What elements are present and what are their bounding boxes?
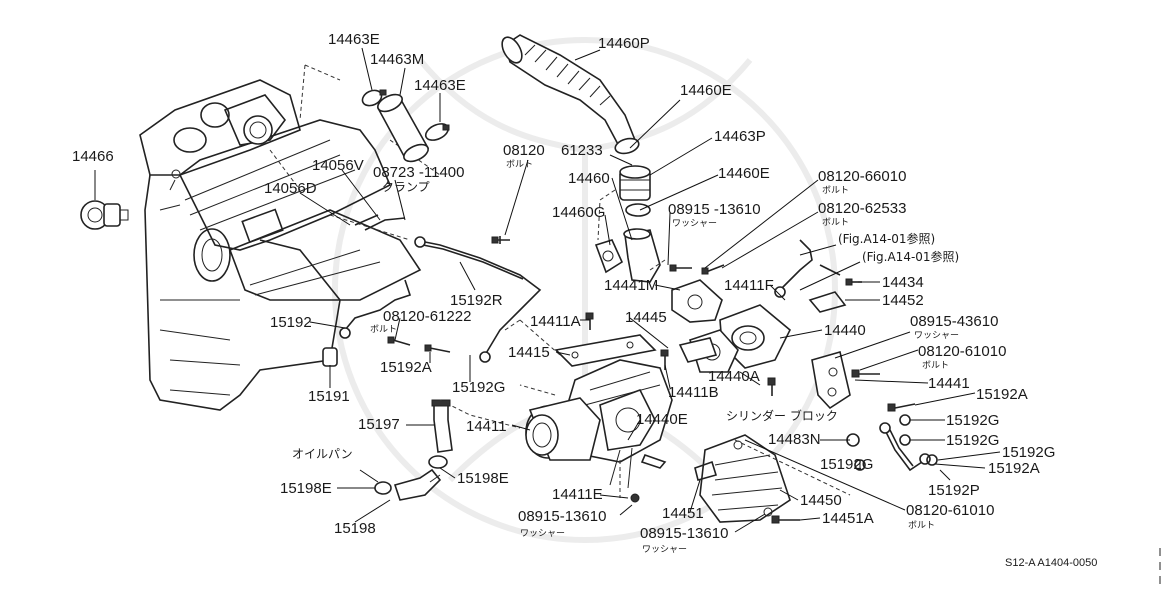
hose-14463M-drawing <box>361 89 450 163</box>
label-14463E-a: 14463E <box>328 31 380 48</box>
label-fig-ref-1: (Fig.A14-01参照) <box>838 231 935 246</box>
label-14441M: 14441M <box>604 277 658 294</box>
label-14483N: 14483N <box>768 431 821 448</box>
intake-hose-14460P-drawing <box>501 34 640 155</box>
label-fig-ref-2: (Fig.A14-01参照) <box>862 249 959 264</box>
label-15198: 15198 <box>334 520 376 537</box>
label-14411B: 14411B <box>668 384 719 401</box>
label-14434: 14434 <box>882 274 924 291</box>
label-14411A: 14411A <box>530 313 581 330</box>
label-14460E-a: 14460E <box>680 82 732 99</box>
elbow-14441M-drawing <box>671 279 847 373</box>
label-14463P: 14463P <box>714 128 766 145</box>
label-bolt-f-jp: ボルト <box>908 520 935 531</box>
label-bolt-c-jp: ボルト <box>822 217 849 228</box>
label-14460G: 14460G <box>552 204 605 221</box>
label-oil-pan-jp: オイルパン <box>292 447 353 461</box>
part-14466-drawing <box>80 200 129 230</box>
gaskets-drawing <box>554 334 718 367</box>
label-cylinder-block-jp: シリンダー ブロック <box>726 408 838 423</box>
hose-14463P-drawing <box>619 165 651 217</box>
label-15198E-a: 15198E <box>280 480 332 497</box>
label-08120-61010-a: 08120-61010 <box>918 343 1006 360</box>
label-15198E-b: 15198E <box>457 470 509 487</box>
label-bolt-e-jp: ボルト <box>922 360 949 371</box>
bolts-drawing <box>387 236 916 524</box>
label-washer-c-jp: ワッシャー <box>520 529 565 539</box>
part-labels: 14466 14463E 14463M 14463E 14460P 14460E… <box>72 31 1097 569</box>
label-clamp-jp: クランプ <box>382 180 430 194</box>
oil-feed-line-drawing <box>322 214 542 367</box>
label-15192A-b: 15192A <box>976 386 1028 403</box>
label-08723: 08723 -11400 <box>373 164 464 181</box>
turbocharger-14411-drawing <box>525 359 673 503</box>
label-15192G-c: 15192G <box>946 432 999 449</box>
label-08120-a: 08120 <box>503 142 545 159</box>
label-14451A: 14451A <box>822 510 874 527</box>
label-14451: 14451 <box>662 505 704 522</box>
label-08915-13610-a: 08915 -13610 <box>668 201 761 218</box>
label-bolt-d-jp: ボルト <box>370 324 397 335</box>
label-14056V: 14056V <box>312 157 364 174</box>
label-08120-61010-b: 08120-61010 <box>906 502 994 519</box>
label-15192G-b: 15192G <box>946 412 999 429</box>
dashed-leaders <box>439 189 851 498</box>
label-14463M: 14463M <box>370 51 424 68</box>
label-14411E: 14411E <box>552 486 603 503</box>
label-14450: 14450 <box>800 492 842 509</box>
diagram-code: S12-A A1404-0050 <box>1005 557 1097 569</box>
label-washer-a-jp: ワッシャー <box>672 219 717 229</box>
label-14466: 14466 <box>72 148 114 165</box>
label-15192P: 15192P <box>928 482 980 499</box>
outlet-pipe-14460-drawing <box>594 228 661 283</box>
label-bolt-b-jp: ボルト <box>822 185 849 196</box>
label-washer-d-jp: ワッシャー <box>642 545 687 555</box>
label-14460P: 14460P <box>598 35 650 52</box>
label-15192G-d: 15192G <box>1002 444 1055 461</box>
label-14441: 14441 <box>928 375 970 392</box>
engine-block <box>139 79 422 411</box>
label-14460E-b: 14460E <box>718 165 770 182</box>
bracket-14441-drawing <box>811 350 851 410</box>
label-15191: 15191 <box>308 388 350 405</box>
oil-return-hose-drawing <box>374 399 453 501</box>
label-washer-b-jp: ワッシャー <box>914 331 959 341</box>
label-15192G-e: 15192G <box>820 456 873 473</box>
label-08915-43610: 08915-43610 <box>910 313 998 330</box>
label-15192G-a: 15192G <box>452 379 505 396</box>
label-14440: 14440 <box>824 322 866 339</box>
label-15192R: 15192R <box>450 292 503 309</box>
label-08915-13610-c: 08915-13610 <box>640 525 728 542</box>
label-bolt-a-jp: ボルト <box>506 159 533 170</box>
label-08120-61222: 08120-61222 <box>383 308 471 325</box>
label-15192: 15192 <box>270 314 312 331</box>
label-14440E: 14440E <box>636 411 688 428</box>
label-08120-62533: 08120-62533 <box>818 200 906 217</box>
label-08120-66010: 08120-66010 <box>818 168 906 185</box>
label-14460: 14460 <box>568 170 610 187</box>
label-15192A-a: 15192A <box>380 359 432 376</box>
label-14411: 14411 <box>466 418 507 435</box>
label-61233: 61233 <box>561 142 603 159</box>
pipe-15192P-drawing <box>846 414 938 472</box>
label-14445: 14445 <box>625 309 667 326</box>
label-15197: 15197 <box>358 416 400 433</box>
label-14415: 14415 <box>508 344 550 361</box>
label-14452: 14452 <box>882 292 924 309</box>
heat-shield-14450-drawing <box>694 434 791 523</box>
label-14440A: 14440A <box>708 368 760 385</box>
label-14056D: 14056D <box>264 180 317 197</box>
label-14463E-b: 14463E <box>414 77 466 94</box>
label-08915-13610-b: 08915-13610 <box>518 508 606 525</box>
leader-lines <box>94 47 1001 533</box>
label-15192A-c: 15192A <box>988 460 1040 477</box>
label-14411F: 14411F <box>724 277 774 294</box>
